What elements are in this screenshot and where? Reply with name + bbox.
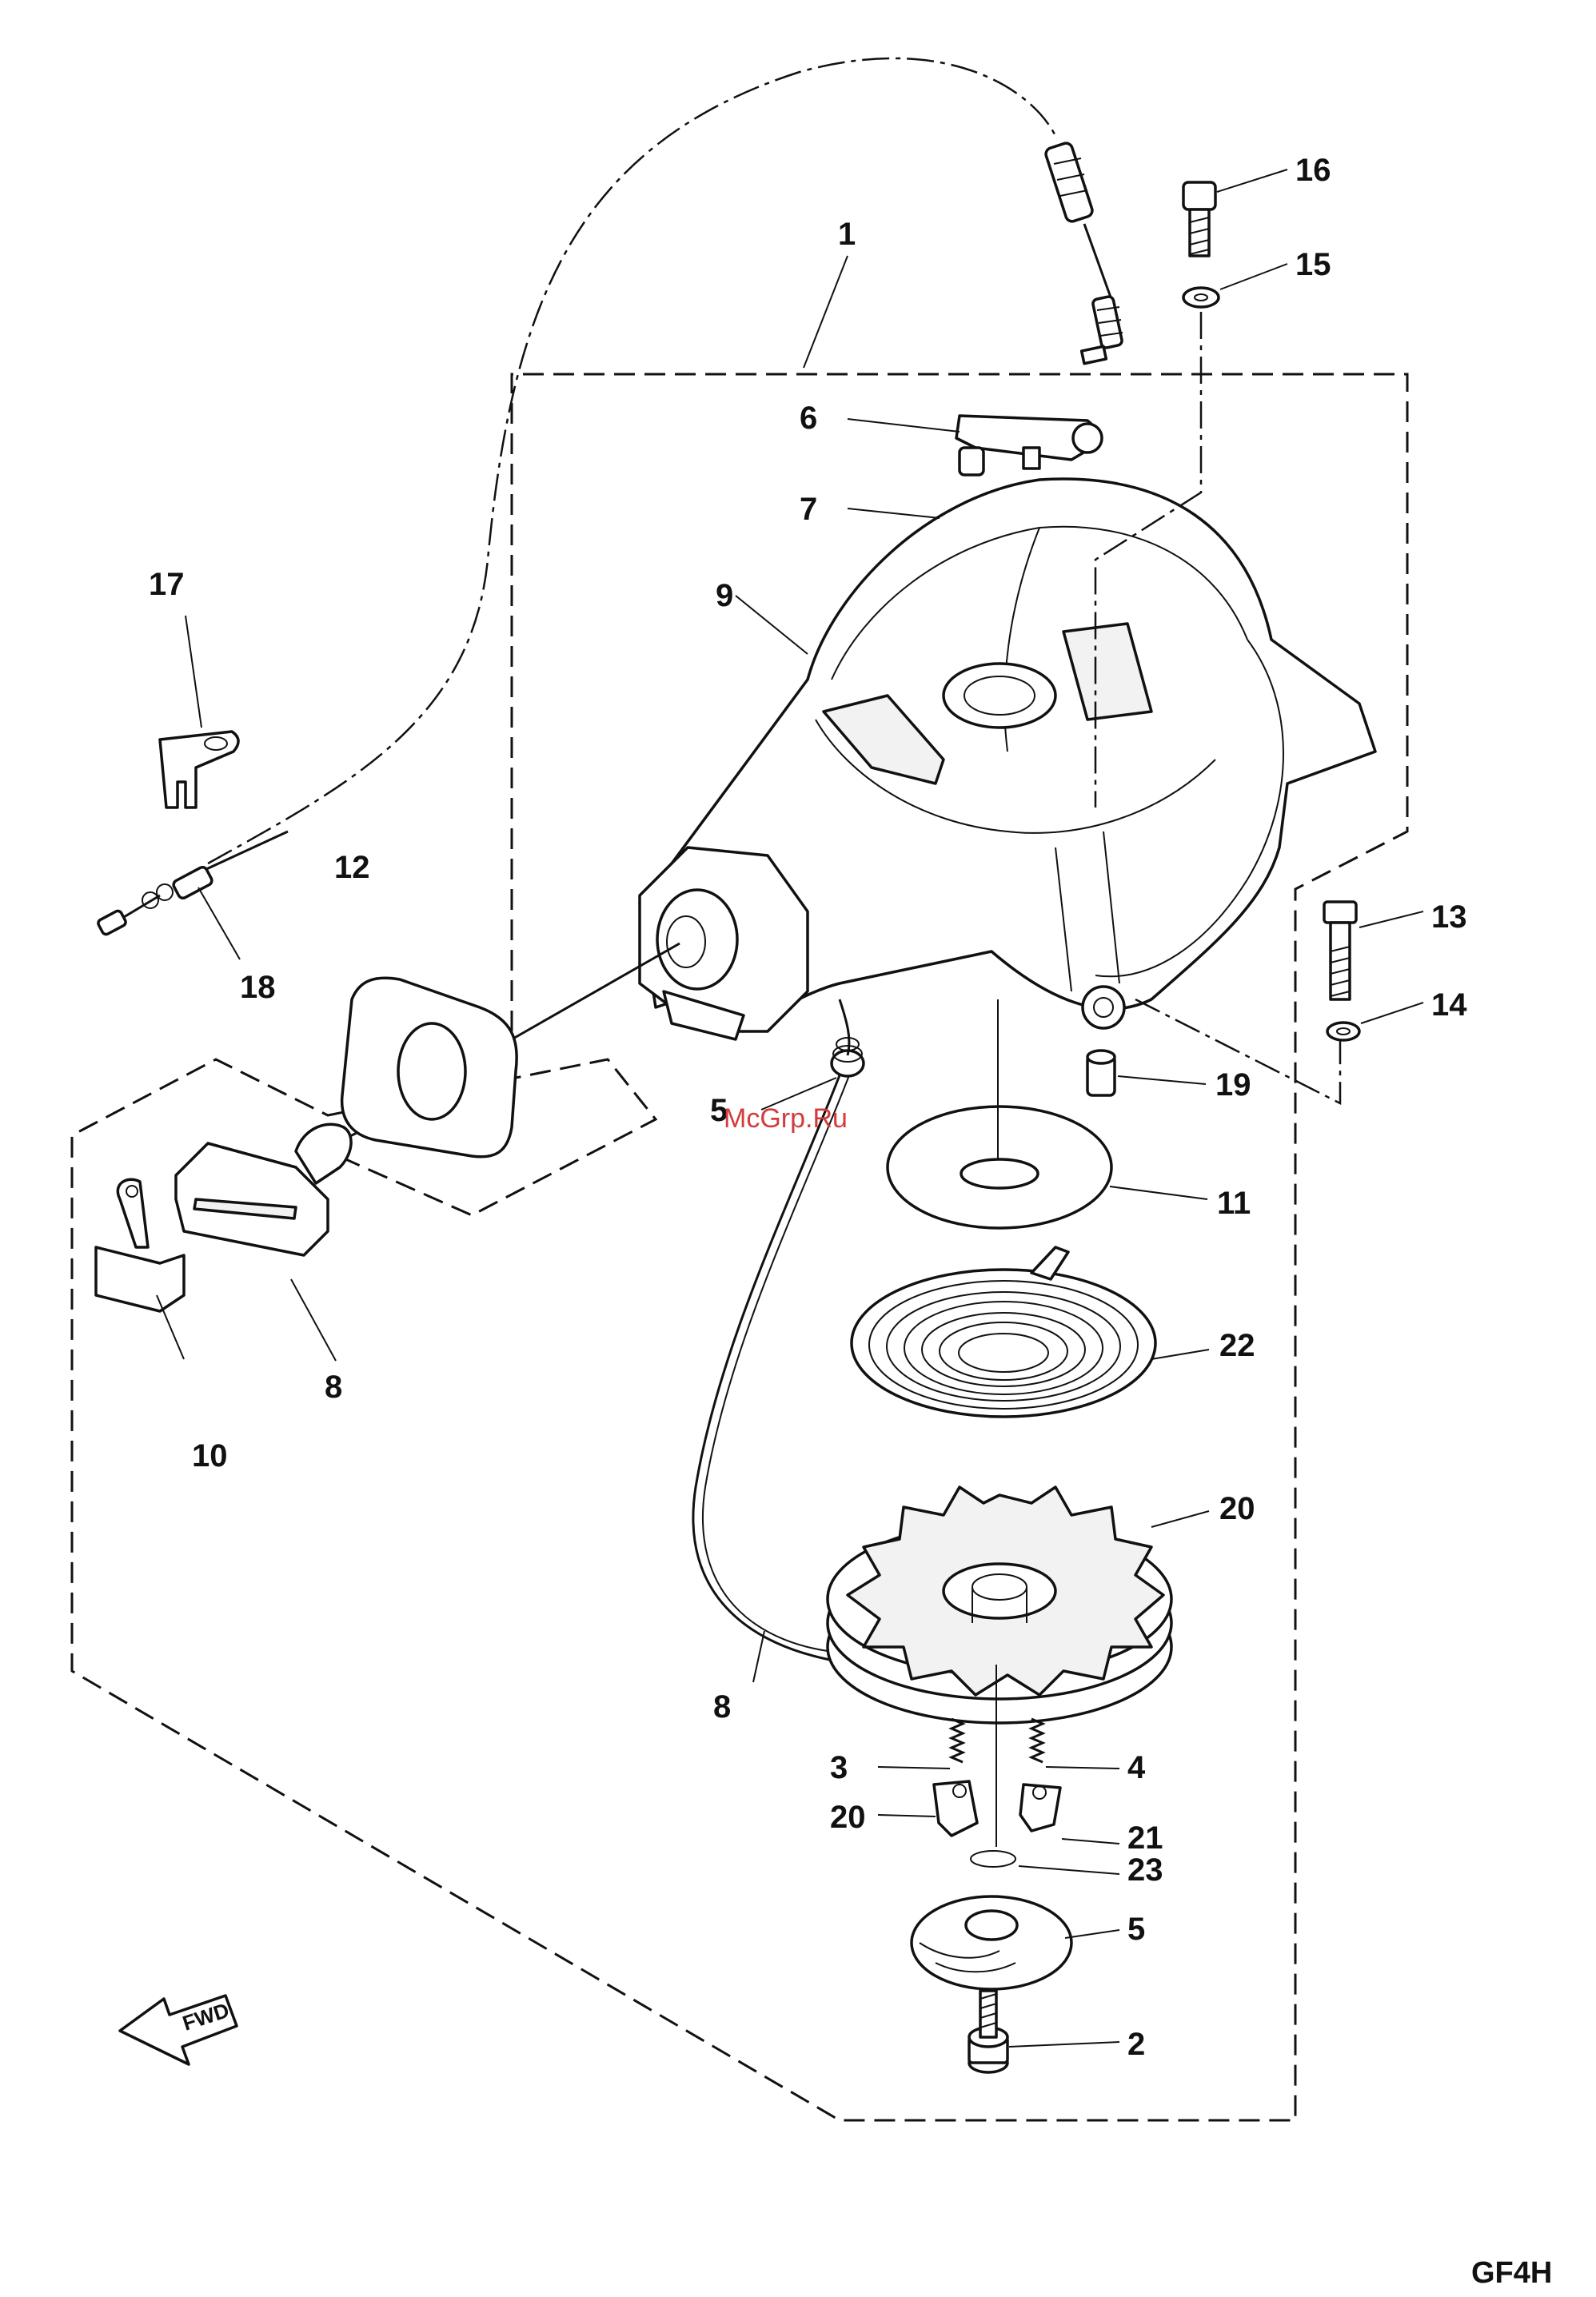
callout-4: 20 (1219, 1491, 1255, 1526)
stop-lever-12 (956, 416, 1102, 475)
callout-21: 16 (1295, 153, 1331, 188)
callout-17: 11 (1217, 1186, 1251, 1221)
callout-13: 7 (800, 492, 817, 527)
pawl-5-right (1020, 1785, 1060, 1831)
callout-12: 6 (800, 401, 817, 436)
washer-20-lower (1327, 1023, 1359, 1040)
callout-10: 2 (1127, 2027, 1145, 2062)
pawl-5-left (934, 1781, 977, 1836)
rope-stopper-16 (96, 1179, 184, 1311)
bolt-21 (1183, 182, 1215, 256)
cord-end-11 (832, 1038, 864, 1076)
watermark-text: McGrp.Ru (724, 1103, 848, 1134)
callout-19: 13 (1431, 899, 1467, 935)
cable-end-fitting-top (1044, 142, 1123, 364)
rope-seal-18 (342, 978, 517, 1157)
callout-18: 12 (334, 850, 370, 885)
washer-20-upper (1183, 288, 1219, 307)
collar-3 (1087, 1051, 1115, 1095)
callout-8-left: 3 (830, 1750, 848, 1785)
callout-15: 8 (325, 1370, 342, 1405)
callout-3: 19 (1215, 1067, 1251, 1103)
bolt-19 (1324, 902, 1356, 999)
callout-1: 1 (838, 217, 856, 252)
bolt-10 (969, 1991, 1007, 2072)
pulley-4 (828, 1487, 1171, 1723)
callout-20-lower: 14 (1431, 987, 1467, 1023)
callout-20-upper: 15 (1295, 247, 1331, 282)
callout-23: 18 (240, 970, 276, 1005)
callout-5-left: 20 (830, 1800, 866, 1835)
callout-9: 5 (1127, 1912, 1145, 1947)
rope-handle-15 (176, 1124, 351, 1255)
callout-5-right: 21 (1127, 1820, 1163, 1856)
callout-7: 23 (1127, 1852, 1163, 1888)
cable-end-fitting-lower (97, 866, 213, 936)
callout-14: 8 (713, 1689, 731, 1725)
callout-2: 9 (716, 578, 733, 613)
forward-arrow-icon: FWD (120, 1996, 237, 2064)
diagram-code: GF4H (1471, 2256, 1552, 2290)
starter-cord-14 (693, 1075, 848, 1663)
spring-8-right (1031, 1719, 1043, 1762)
callout-8-right: 4 (1127, 1750, 1146, 1785)
plate-17 (888, 1107, 1111, 1228)
spring-8-left (952, 1719, 963, 1762)
spiral-spring-6 (852, 1247, 1155, 1417)
callout-22: 17 (149, 567, 185, 602)
callout-16: 10 (192, 1438, 228, 1474)
cable-guide-housing (640, 847, 808, 1039)
drive-plate-9 (912, 1896, 1071, 1989)
callout-6: 22 (1219, 1328, 1255, 1363)
